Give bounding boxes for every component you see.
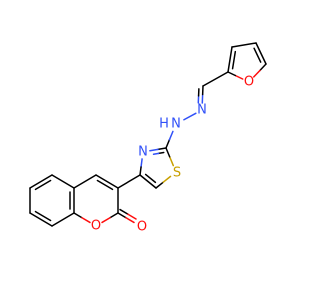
bond xyxy=(150,149,158,150)
bond xyxy=(256,43,266,64)
bond xyxy=(233,52,236,69)
bond xyxy=(128,214,136,219)
bond xyxy=(74,213,82,218)
bond xyxy=(110,213,118,218)
nh-nitrogen-label: N xyxy=(171,117,181,132)
bond xyxy=(82,218,90,223)
bond xyxy=(203,72,228,86)
bond xyxy=(74,175,96,188)
bond xyxy=(118,175,140,188)
bond xyxy=(154,153,159,154)
bond xyxy=(140,167,141,175)
bond xyxy=(184,113,196,119)
bond xyxy=(126,218,134,223)
bond xyxy=(260,64,266,70)
bond xyxy=(228,47,232,72)
nh-hydrogen-label: H xyxy=(159,117,169,132)
lactone-oxygen-label: O xyxy=(91,219,101,234)
bond xyxy=(166,140,169,148)
bond xyxy=(235,75,242,78)
thiazole-sulfur-label: S xyxy=(173,166,181,181)
thiazole-nitrogen-label: N xyxy=(138,145,148,160)
bond xyxy=(170,157,174,166)
bond xyxy=(169,131,172,139)
imine-nitrogen-label: N xyxy=(197,103,207,118)
bond xyxy=(166,148,170,157)
bond xyxy=(120,210,128,215)
bond xyxy=(52,213,74,226)
bond xyxy=(163,176,170,182)
bond xyxy=(35,212,50,221)
furan-oxygen-label: O xyxy=(244,75,254,90)
carbonyl-oxygen-label: O xyxy=(137,220,147,235)
bond xyxy=(141,159,142,167)
bond xyxy=(254,70,260,76)
bond xyxy=(158,148,166,149)
bond xyxy=(102,218,110,223)
bond xyxy=(232,43,256,47)
bond xyxy=(118,213,126,218)
bond xyxy=(52,175,74,188)
bond xyxy=(228,72,235,75)
bond xyxy=(159,152,164,153)
bond xyxy=(97,180,112,189)
bond xyxy=(35,180,50,189)
bond xyxy=(156,182,163,188)
